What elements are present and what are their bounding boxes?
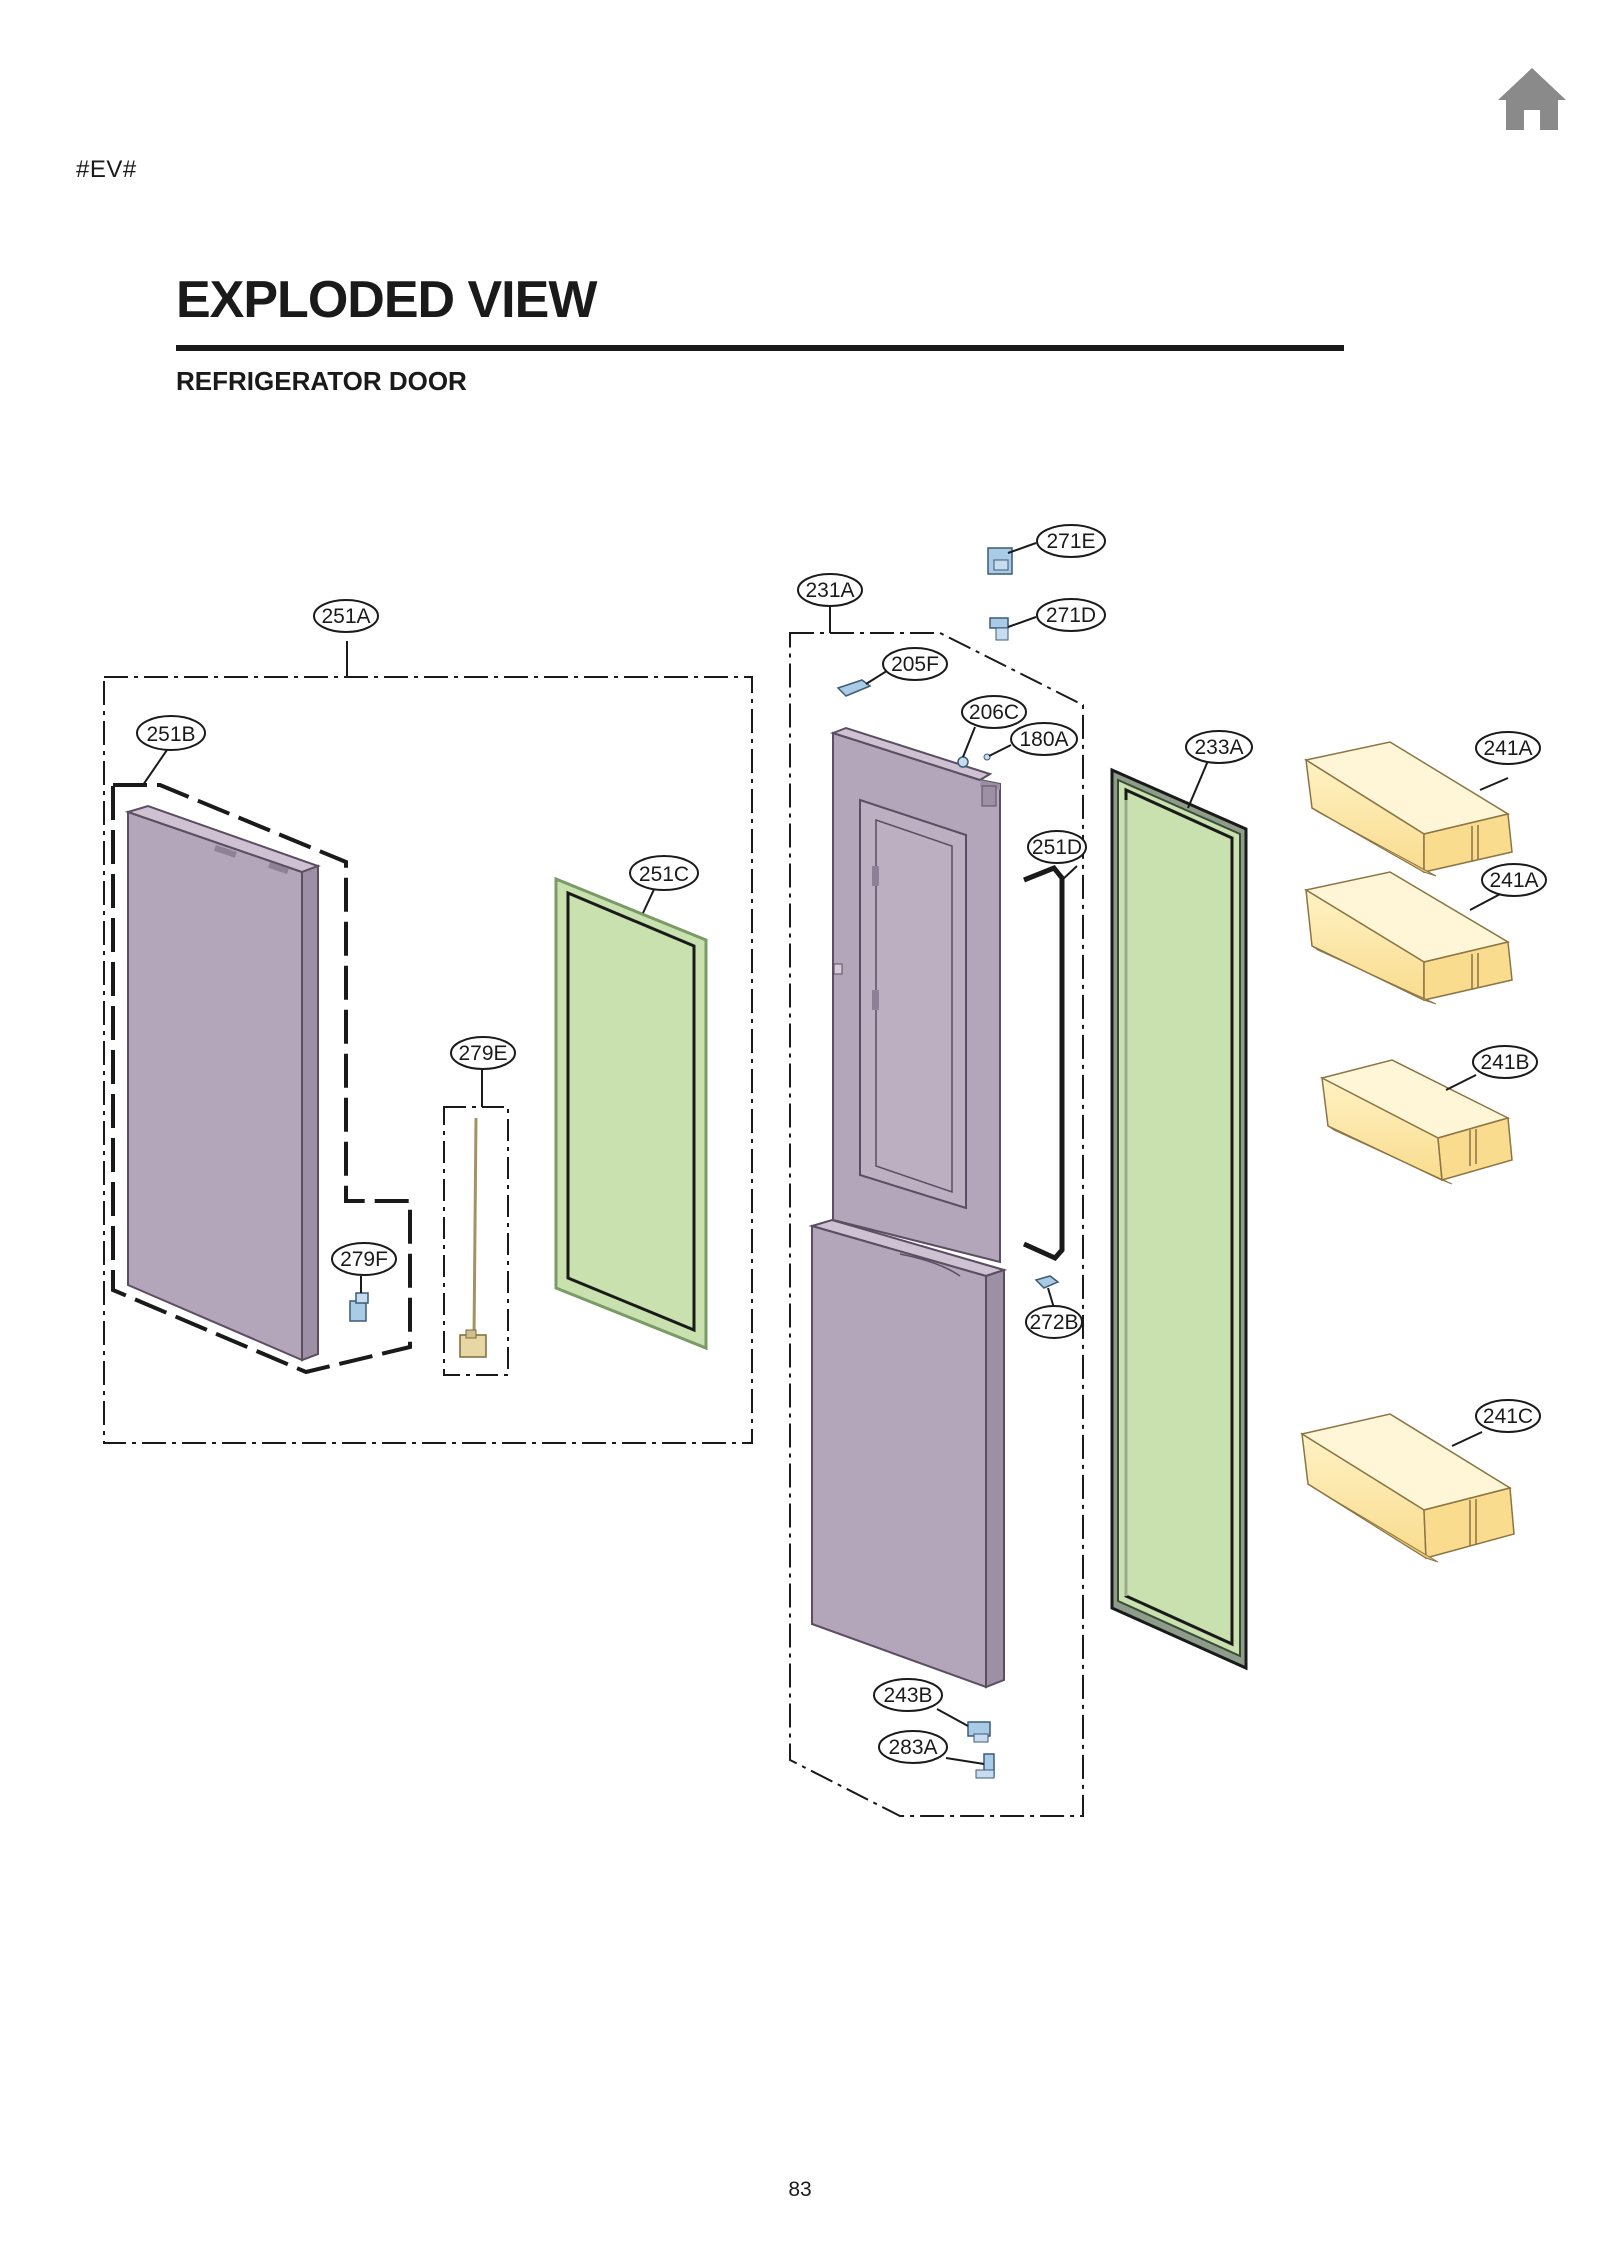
callout-180A: 180A — [1010, 722, 1078, 756]
callout-243B-label: 243B — [883, 1684, 932, 1707]
group-231A — [789, 606, 1084, 1817]
door-bin-241A-2 — [1304, 871, 1513, 1005]
callout-241A-1: 241A — [1475, 731, 1541, 765]
document-tag: #EV# — [76, 156, 137, 183]
callout-241A-2-label: 241A — [1489, 869, 1538, 892]
glass-door-233A — [1110, 755, 1248, 1671]
callout-205F: 205F — [882, 647, 948, 681]
callout-271D: 271D — [1036, 598, 1106, 632]
callout-271E-label: 271E — [1046, 530, 1095, 553]
callout-272B: 272B — [1025, 1305, 1083, 1339]
callout-206C-label: 206C — [969, 701, 1019, 724]
glass-panel-251C — [554, 867, 708, 1351]
hinge-271D — [989, 616, 1037, 641]
door-panel-lower — [808, 1218, 1008, 1689]
callout-180A-label: 180A — [1019, 728, 1068, 751]
callout-241A-2: 241A — [1481, 863, 1547, 897]
group-231A-boundary — [789, 632, 1084, 1817]
callout-231A-label: 231A — [805, 579, 854, 602]
callout-279E: 279E — [450, 1036, 516, 1070]
gasket-251D — [1022, 864, 1065, 1262]
door-bin-241B — [1319, 1059, 1513, 1185]
door-bin-241C — [1300, 1413, 1515, 1563]
callout-251A: 251A — [313, 599, 379, 633]
callout-251A-label: 251A — [321, 605, 370, 628]
callout-271D-label: 271D — [1046, 604, 1096, 627]
callout-241C-label: 241C — [1483, 1405, 1533, 1428]
callout-205F-label: 205F — [891, 653, 939, 676]
group-279E — [443, 1069, 509, 1376]
callout-251B: 251B — [136, 715, 206, 751]
group-251B-boundary — [111, 783, 412, 1375]
part-206C — [957, 726, 976, 768]
callout-231A: 231A — [797, 573, 863, 607]
hinge-283A — [945, 1753, 995, 1779]
callout-233A-label: 233A — [1194, 736, 1243, 759]
callout-272B-label: 272B — [1029, 1311, 1078, 1334]
group-251A-boundary — [103, 676, 753, 1444]
page-title: EXPLODED VIEW — [176, 271, 597, 329]
bracket-279F — [349, 1276, 369, 1322]
page-subtitle: REFRIGERATOR DOOR — [176, 366, 467, 396]
title-divider — [176, 345, 1344, 351]
callout-251C-label: 251C — [639, 863, 689, 886]
part-272B — [1034, 1275, 1060, 1309]
page-number: 83 — [788, 2178, 812, 2201]
hinge-271E — [987, 542, 1037, 575]
callout-241A-1-label: 241A — [1483, 737, 1532, 760]
door-bin-241A-1 — [1304, 741, 1513, 877]
door-panel-251B — [124, 804, 321, 1362]
callout-243B: 243B — [873, 1678, 943, 1712]
hinge-243B — [936, 1708, 991, 1743]
callout-283A: 283A — [878, 1730, 948, 1764]
callout-279F: 279F — [331, 1242, 397, 1276]
callout-251C: 251C — [629, 855, 699, 891]
callout-271E: 271E — [1036, 524, 1106, 558]
callout-251D-label: 251D — [1032, 836, 1082, 859]
callout-279F-label: 279F — [340, 1248, 388, 1271]
callout-279E-label: 279E — [458, 1042, 507, 1065]
callout-241B-label: 241B — [1480, 1051, 1529, 1074]
callout-241B: 241B — [1472, 1045, 1538, 1079]
part-180A — [983, 744, 1012, 761]
callout-206C: 206C — [961, 695, 1027, 729]
callout-241C: 241C — [1475, 1399, 1541, 1433]
home-icon[interactable] — [1496, 66, 1568, 132]
callout-251B-label: 251B — [146, 723, 195, 746]
callout-283A-label: 283A — [888, 1736, 937, 1759]
callout-251D: 251D — [1027, 830, 1087, 864]
callout-233A: 233A — [1185, 730, 1253, 764]
door-liner-upper — [829, 726, 1001, 1264]
part-205F — [836, 668, 891, 697]
group-251A — [103, 641, 753, 1444]
